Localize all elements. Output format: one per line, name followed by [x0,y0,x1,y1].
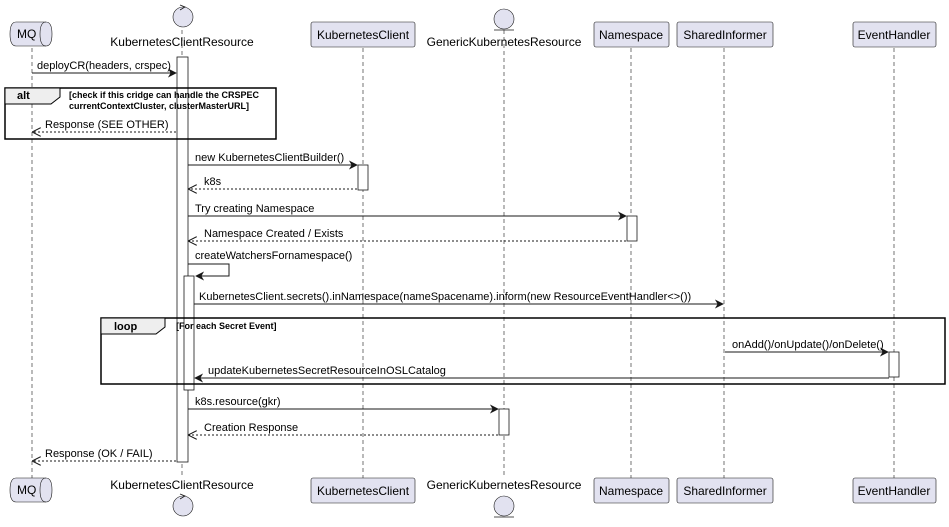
message-secrets-inform: KubernetesClient.secrets().inNamespace(n… [194,291,724,309]
svg-text:GenericKubernetesResource: GenericKubernetesResource [427,478,582,492]
activation-ns [626,215,638,242]
svg-text:Namespace Created / Exists: Namespace Created / Exists [204,228,344,240]
message-creation-response: Creation Response [189,422,498,435]
control-icon [172,495,194,517]
svg-text:Response (OK / FAIL): Response (OK / FAIL) [45,448,153,460]
svg-text:GenericKubernetesResource: GenericKubernetesResource [427,35,582,49]
participant-kcr-bottom: KubernetesClientResource [110,478,254,517]
participant-gkr-top: GenericKubernetesResource [427,8,582,49]
participant-ns-bottom: Namespace [593,477,670,504]
activation-kcr-nested [183,275,195,391]
participant-kcr-top: KubernetesClientResource [110,4,254,49]
participant-eh-top: EventHandler [852,21,937,48]
message-deploy-cr: deployCR(headers, crspec) [32,60,177,78]
message-try-create-namespace: Try creating Namespace [188,203,627,221]
svg-text:EventHandler: EventHandler [858,28,931,42]
activation-eh [888,351,900,378]
svg-text:KubernetesClient.secrets().inN: KubernetesClient.secrets().inNamespace(n… [199,291,691,303]
participant-mq-top: MQ [9,21,53,47]
svg-text:loop: loop [114,321,137,333]
message-response-see-other: Response (SEE OTHER) [33,119,176,132]
alt-fragment: alt [check if this cridge can handle the… [4,87,277,140]
svg-text:KubernetesClient: KubernetesClient [317,28,410,42]
svg-text:Namespace: Namespace [599,484,663,498]
participant-eh-bottom: EventHandler [852,477,937,504]
participant-kc-bottom: KubernetesClient [310,477,416,504]
svg-text:[For each Secret Event]: [For each Secret Event] [176,321,277,331]
participant-si-top: SharedInformer [676,21,774,48]
svg-text:MQ: MQ [17,27,36,41]
participant-kc-top: KubernetesClient [310,21,416,48]
svg-text:createWatchersFornamespace(): createWatchersFornamespace() [195,250,352,262]
svg-text:new KubernetesClientBuilder(): new KubernetesClientBuilder() [195,152,344,164]
svg-text:[check if this cridge can hand: [check if this cridge can handle the CRS… [69,90,260,100]
svg-text:KubernetesClientResource: KubernetesClientResource [110,478,254,492]
message-on-add-update-delete: onAdd()/onUpdate()/onDelete() [725,339,889,357]
activation-kc [357,164,369,191]
message-k8s-resource: k8s.resource(gkr) [188,396,499,414]
participant-gkr-bottom: GenericKubernetesResource [427,478,582,518]
svg-text:SharedInformer: SharedInformer [683,28,766,42]
message-namespace-created: Namespace Created / Exists [189,228,626,241]
svg-text:updateKubernetesSecretResource: updateKubernetesSecretResourceInOSLCatal… [208,365,446,377]
loop-fragment: loop [For each Secret Event] [100,317,946,385]
message-k8s: k8s [189,176,357,189]
svg-text:k8s: k8s [204,176,222,188]
svg-text:k8s.resource(gkr): k8s.resource(gkr) [195,396,281,408]
svg-text:onAdd()/onUpdate()/onDelete(): onAdd()/onUpdate()/onDelete() [732,339,884,351]
svg-text:SharedInformer: SharedInformer [683,484,766,498]
svg-text:currentContextCluster, cluster: currentContextCluster, clusterMasterURL] [69,101,249,111]
control-icon [172,6,194,28]
participant-ns-top: Namespace [593,21,670,48]
entity-icon [493,495,515,517]
svg-text:KubernetesClient: KubernetesClient [317,484,410,498]
message-response-ok-fail: Response (OK / FAIL) [33,448,176,461]
svg-text:Response (SEE OTHER): Response (SEE OTHER) [45,119,168,131]
svg-text:deployCR(headers, crspec): deployCR(headers, crspec) [37,60,171,72]
svg-text:Namespace: Namespace [599,28,663,42]
svg-text:MQ: MQ [17,483,36,497]
svg-text:EventHandler: EventHandler [858,484,931,498]
message-new-client-builder: new KubernetesClientBuilder() [188,152,358,170]
participant-si-bottom: SharedInformer [676,477,774,504]
participant-mq-bottom: MQ [9,477,53,503]
svg-text:alt: alt [17,90,30,102]
svg-text:Creation Response: Creation Response [204,422,298,434]
entity-icon [493,8,515,30]
message-create-watchers: createWatchersFornamespace() [188,250,352,281]
message-update-secret-resource: updateKubernetesSecretResourceInOSLCatal… [194,365,889,383]
svg-text:KubernetesClientResource: KubernetesClientResource [110,35,254,49]
svg-text:Try creating Namespace: Try creating Namespace [195,203,314,215]
activation-kcr [176,56,189,463]
activation-gkr [498,408,510,436]
